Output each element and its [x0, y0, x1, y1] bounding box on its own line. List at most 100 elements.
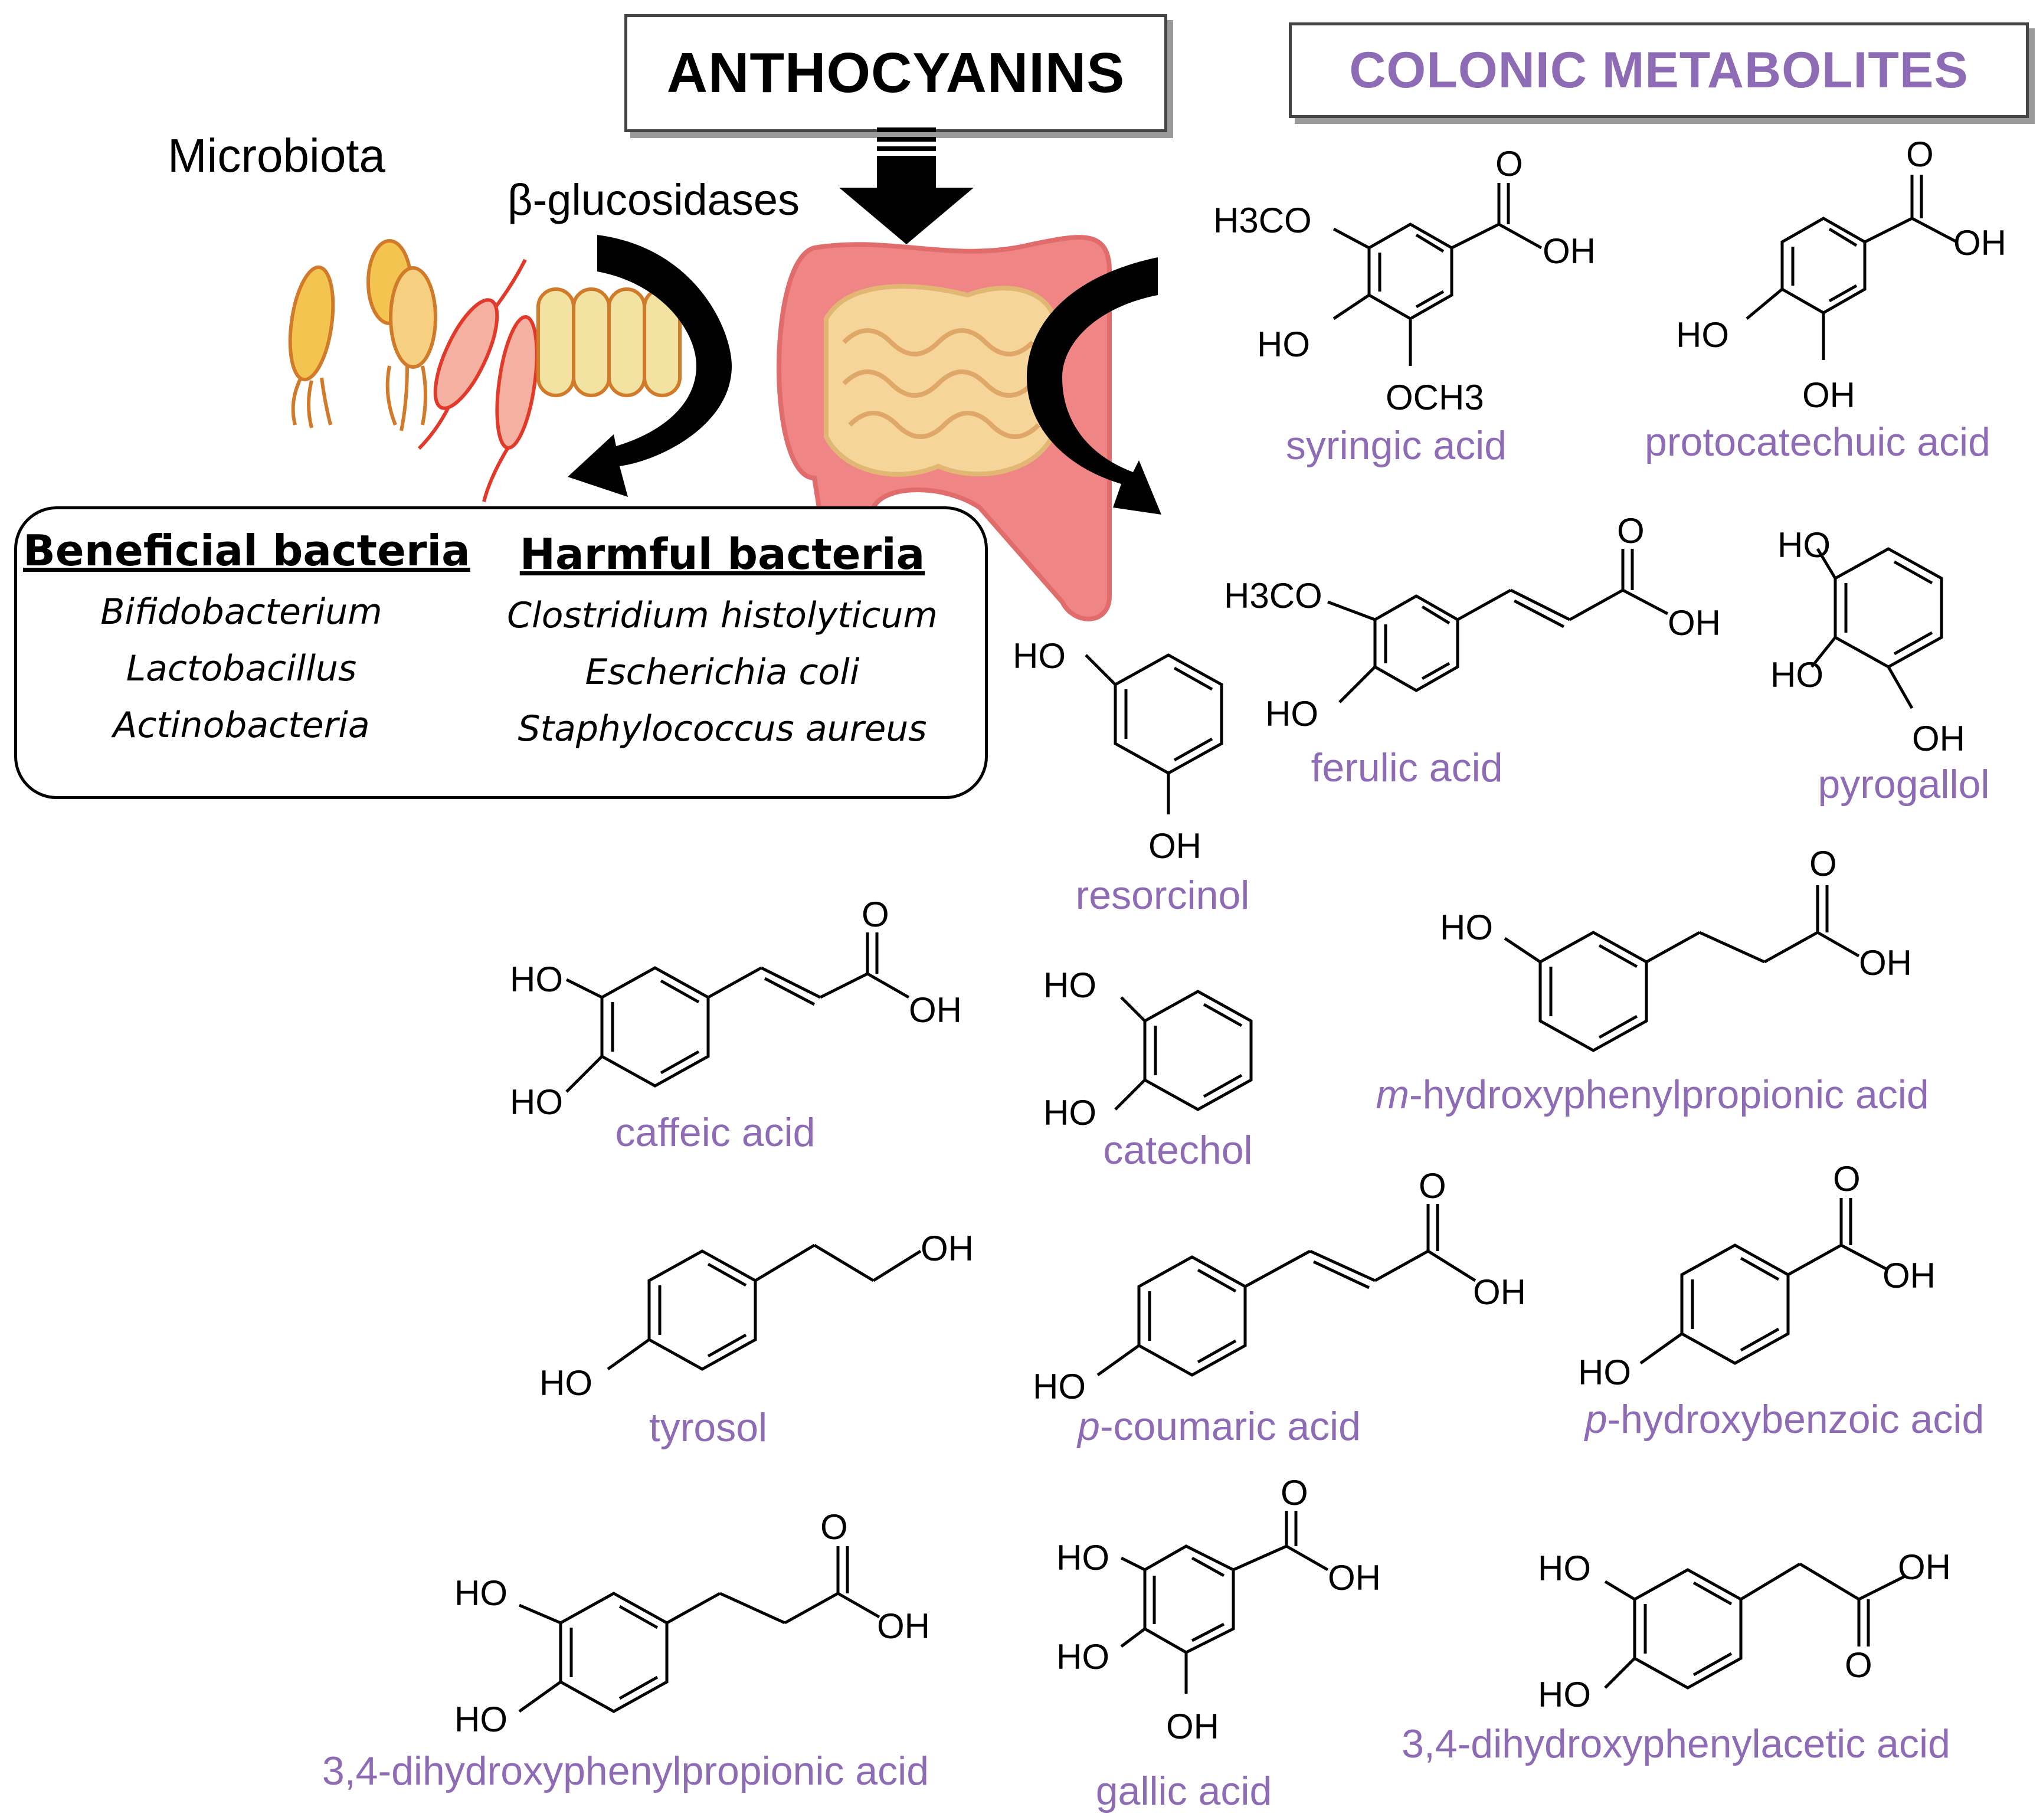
- atom-label: HO: [1056, 1538, 1109, 1577]
- atom-label: OH: [1166, 1707, 1219, 1746]
- metabolite-name-pyrogallol: pyrogallol: [1818, 762, 1990, 807]
- atom-label: O: [862, 895, 889, 934]
- atom-label: HO: [1777, 525, 1831, 565]
- beneficial-bacteria-item: Actinobacteria: [113, 705, 370, 746]
- harmful-bacteria-item: Clostridium histolyticum: [507, 595, 938, 636]
- atom-label: HO: [510, 960, 563, 999]
- atom-label: HO: [1265, 694, 1318, 734]
- beneficial-bacteria-heading: Beneficial bacteria: [23, 526, 470, 575]
- italic-prefix: p: [1078, 1404, 1100, 1449]
- atom-label: HO: [1676, 315, 1729, 355]
- atom-label: H3CO: [1213, 201, 1312, 240]
- atom-label: HO: [1257, 325, 1310, 364]
- atom-label: OCH3: [1386, 378, 1484, 417]
- atom-label: O: [820, 1507, 848, 1547]
- colonic-metabolites-header-box: COLONIC METABOLITES: [1289, 22, 2029, 118]
- atom-label: OH: [921, 1229, 974, 1268]
- curved-arrow-left-icon: [568, 235, 732, 497]
- metabolite-name-p-hba: p-hydroxybenzoic acid: [1585, 1396, 1985, 1442]
- atom-label: HO: [1538, 1549, 1591, 1588]
- atom-label: HO: [454, 1700, 508, 1739]
- atom-label: OH: [1328, 1558, 1381, 1598]
- atom-label: HO: [1013, 636, 1066, 676]
- atom-label: OH: [1898, 1547, 1951, 1587]
- name-rest: -hydroxyphenylpropionic acid: [1409, 1072, 1929, 1117]
- atom-label: HO: [539, 1363, 592, 1403]
- atom-label: O: [1833, 1159, 1861, 1199]
- curved-arrow-right-icon: [1027, 257, 1161, 515]
- anthocyanins-header-box: ANTHOCYANINS: [624, 14, 1167, 132]
- atom-label: HO: [1043, 965, 1096, 1005]
- atom-label: HO: [1440, 908, 1493, 947]
- atom-label: H3CO: [1224, 576, 1322, 616]
- caffeic-acid-structure: HO HO O OH: [510, 895, 962, 1122]
- metabolite-name-tyrosol: tyrosol: [649, 1405, 768, 1450]
- metabolite-name-ferulic: ferulic acid: [1311, 745, 1503, 790]
- atom-label: O: [1809, 844, 1837, 883]
- syringic-acid-structure: O OH H3CO HO OCH3: [1213, 144, 1596, 417]
- atom-label: OH: [1859, 943, 1912, 983]
- resorcinol-structure: HO OH: [1013, 636, 1223, 866]
- pyrogallol-structure: HO HO OH: [1770, 525, 1965, 758]
- atom-label: OH: [1802, 375, 1855, 415]
- metabolite-name-resorcinol: resorcinol: [1075, 873, 1250, 918]
- harmful-bacteria-column: Harmful bacteria Clostridium histolyticu…: [472, 529, 973, 757]
- italic-prefix: m: [1376, 1072, 1409, 1117]
- atom-label: OH: [1543, 231, 1596, 271]
- metabolite-name-m-hpp: m-hydroxyphenylpropionic acid: [1376, 1072, 1929, 1118]
- atom-label: OH: [1882, 1256, 1936, 1295]
- name-rest: -hydroxybenzoic acid: [1607, 1397, 1985, 1442]
- ferulic-acid-structure: O OH H3CO HO: [1224, 511, 1721, 734]
- anthocyanins-header: ANTHOCYANINS: [666, 41, 1125, 104]
- atom-label: OH: [1953, 223, 2006, 263]
- atom-label: HO: [510, 1082, 563, 1122]
- atom-label: O: [1281, 1473, 1308, 1513]
- atom-label: HO: [1770, 655, 1823, 695]
- gallic-acid-structure: HO HO OH O OH: [1056, 1473, 1381, 1746]
- protocatechuic-acid-structure: O OH HO OH: [1676, 135, 2006, 415]
- glucosidases-label: β-glucosidases: [508, 175, 800, 224]
- atom-label: O: [1906, 135, 1934, 174]
- metabolite-name-syringic: syringic acid: [1285, 423, 1507, 468]
- atom-label: HO: [1056, 1637, 1109, 1677]
- colonic-metabolites-header: COLONIC METABOLITES: [1349, 41, 1969, 99]
- atom-label: O: [1617, 511, 1645, 551]
- metabolite-name-dhpaa: 3,4-dihydroxyphenylacetic acid: [1402, 1721, 1950, 1766]
- metabolite-name-protocatechuic: protocatechuic acid: [1645, 420, 1990, 464]
- p-coumaric-acid-structure: HO O OH: [1033, 1166, 1526, 1406]
- metabolite-name-dhppa: 3,4-dihydroxyphenylpropionic acid: [322, 1749, 929, 1793]
- beneficial-bacteria-item: Bifidobacterium: [100, 591, 382, 633]
- down-arrow-icon: [839, 127, 974, 244]
- metabolite-name-p-coumaric: p-coumaric acid: [1078, 1403, 1361, 1449]
- harmful-bacteria-item: Staphylococcus aureus: [518, 708, 927, 749]
- atom-label: O: [1419, 1166, 1446, 1206]
- atom-label: OH: [877, 1606, 930, 1646]
- atom-label: O: [1495, 144, 1523, 184]
- atom-label: HO: [1043, 1093, 1096, 1132]
- dihydroxyphenylacetic-acid-structure: HO HO O OH: [1538, 1547, 1951, 1714]
- beneficial-bacteria-item: Lactobacillus: [126, 648, 357, 689]
- atom-label: O: [1845, 1645, 1872, 1685]
- metabolite-name-caffeic: caffeic acid: [615, 1110, 816, 1155]
- dihydroxyphenylpropionic-acid-structure: HO HO O OH: [454, 1507, 930, 1739]
- atom-label: OH: [1668, 603, 1721, 643]
- atom-label: HO: [1033, 1367, 1086, 1406]
- atom-label: OH: [1148, 826, 1201, 866]
- metabolite-name-catechol: catechol: [1103, 1128, 1253, 1173]
- p-hydroxybenzoic-acid-structure: HO O OH: [1578, 1159, 1936, 1392]
- name-rest: -coumaric acid: [1099, 1404, 1361, 1449]
- bacteria-icon: [288, 239, 682, 502]
- harmful-bacteria-heading: Harmful bacteria: [519, 529, 925, 579]
- harmful-bacteria-item: Escherichia coli: [585, 652, 860, 693]
- microbiota-label: Microbiota: [168, 129, 386, 182]
- atom-label: OH: [1473, 1272, 1526, 1312]
- catechol-structure: HO HO: [1043, 965, 1253, 1132]
- italic-prefix: p: [1584, 1397, 1607, 1442]
- atom-label: HO: [1538, 1675, 1591, 1714]
- atom-label: HO: [454, 1573, 508, 1613]
- beneficial-bacteria-column: Beneficial bacteria Bifidobacterium Lact…: [23, 526, 470, 754]
- atom-label: HO: [1578, 1353, 1631, 1392]
- m-hydroxyphenylpropionic-acid-structure: HO O OH: [1440, 844, 1912, 1052]
